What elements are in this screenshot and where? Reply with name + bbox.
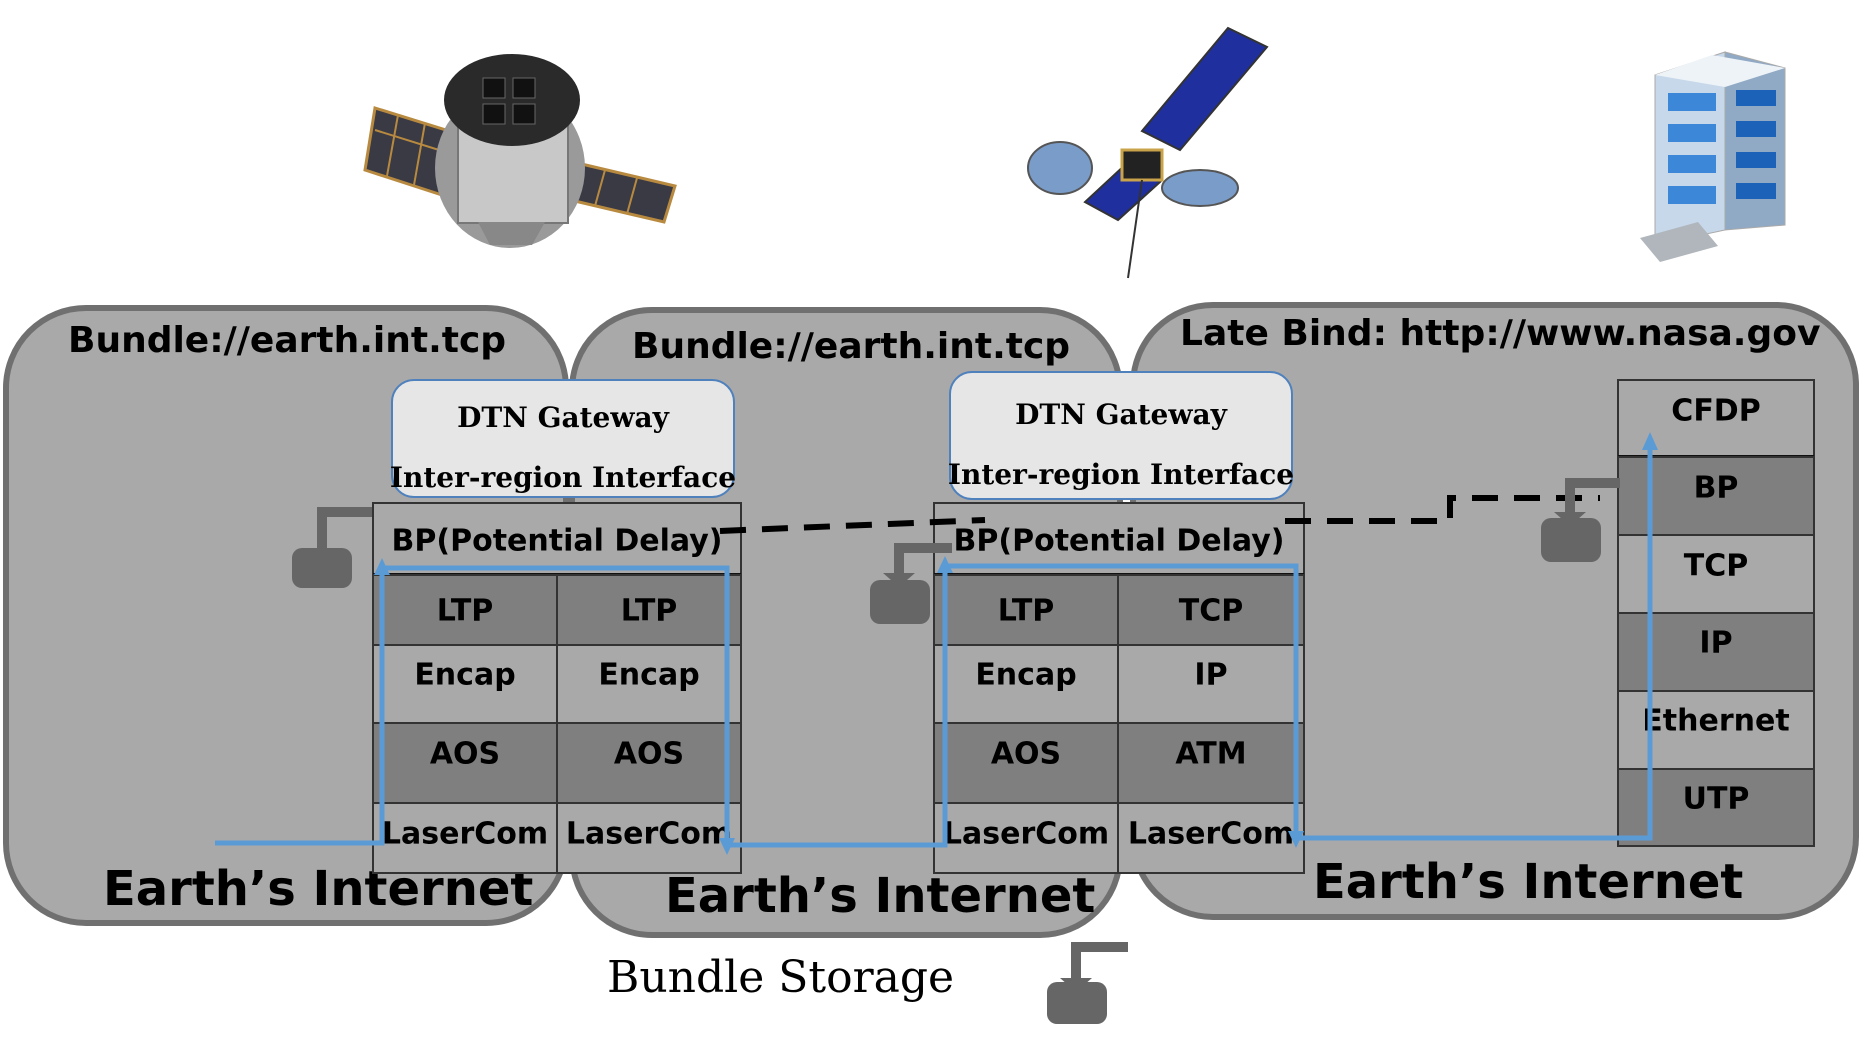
gateway-1-right-layer: LaserCom <box>566 817 732 852</box>
gateway-2-left-layer: LTP <box>998 594 1055 629</box>
office-building-icon <box>1640 51 1786 262</box>
gateway-2-right-layer: TCP <box>1179 594 1243 629</box>
gateway-2-left-layer: Encap <box>975 658 1076 693</box>
dtn-gateway-2: DTN Gateway Inter-region Interface BP(Po… <box>933 371 1305 874</box>
path-arrow-icon <box>1642 432 1658 450</box>
gateway-1-right-layer: LTP <box>621 594 678 629</box>
gateway-2-right-cell <box>1117 644 1305 724</box>
relay-satellite-icon <box>1027 26 1269 279</box>
gateway-1-right-cell <box>556 644 742 724</box>
gateway-2-right-layer: LaserCom <box>1128 817 1294 852</box>
gateway-1-left-layer: LTP <box>437 594 494 629</box>
endpoint-layer-label: CFDP <box>1671 394 1760 429</box>
gateway-1-box <box>391 379 735 498</box>
storage-icon <box>870 543 952 624</box>
gateway-1-right-layer: AOS <box>614 737 684 772</box>
gateway-2-right-cell <box>1117 722 1305 804</box>
gateway-1-name: DTN Gateway <box>457 401 670 434</box>
gateway-2-left-layer: AOS <box>991 737 1061 772</box>
gateway-1-left-cell <box>372 802 558 874</box>
gateway-2-right-cell <box>1117 802 1305 874</box>
gateway-1-left-layer: AOS <box>430 737 500 772</box>
region-1-title: Bundle://earth.int.tcp <box>68 320 506 361</box>
gateway-2-left-cell <box>933 722 1119 804</box>
gateway-1-bp-cell <box>372 502 742 576</box>
endpoint-layer-label: IP <box>1699 626 1732 661</box>
gateway-1-left-cell <box>372 574 558 646</box>
gateway-2-left-layer: LaserCom <box>943 817 1109 852</box>
gateway-1-left-cell <box>372 722 558 804</box>
bundle-storage-label: Bundle Storage <box>607 952 954 1003</box>
endpoint-layer-label: UTP <box>1683 782 1750 817</box>
gateway-2-right-cell <box>1117 574 1305 646</box>
gateway-2-bp-cell <box>933 502 1305 576</box>
path-arrow-icon <box>1288 831 1304 848</box>
gateway-1-bp-label: BP(Potential Delay) <box>392 524 723 559</box>
region-3-title: Late Bind: http://www.nasa.gov <box>1180 313 1820 354</box>
gateway-1-right-cell <box>556 802 742 874</box>
spacecraft-icon <box>363 54 677 248</box>
gateway-1-right-layer: Encap <box>598 658 699 693</box>
region-2-network-label: Earth’s Internet <box>665 868 1095 924</box>
gateway-2-interface: Inter-region Interface <box>948 458 1294 491</box>
gateway-1-left-layer: Encap <box>414 658 515 693</box>
gateway-1-right-cell <box>556 722 742 804</box>
endpoint-layer-label: Ethernet <box>1642 704 1789 739</box>
region-2-title: Bundle://earth.int.tcp <box>632 326 1070 367</box>
gateway-2-bp-label: BP(Potential Delay) <box>954 524 1285 559</box>
bp-dashed-link <box>719 495 1600 534</box>
dtn-gateway-1: DTN Gateway Inter-region Interface BP(Po… <box>372 379 742 874</box>
endpoint-layer-label: TCP <box>1684 549 1748 584</box>
gateway-2-box <box>949 371 1293 500</box>
gateway-1-interface: Inter-region Interface <box>390 461 736 494</box>
endpoint-layer-label: BP <box>1694 471 1739 506</box>
path-arrow-icon <box>374 558 390 575</box>
storage-icon <box>292 507 372 588</box>
gateway-2-name: DTN Gateway <box>1015 398 1228 431</box>
gateway-2-right-layer: ATM <box>1175 737 1246 772</box>
bundle-data-path <box>215 440 1653 848</box>
storage-icon <box>1541 478 1620 562</box>
path-arrow-icon <box>937 556 953 573</box>
region-3-network-label: Earth’s Internet <box>1313 854 1743 910</box>
gateway-2-right-layer: IP <box>1194 658 1227 693</box>
storage-icon <box>1047 942 1128 1024</box>
path-arrow-icon <box>719 838 735 855</box>
gateway-1-right-cell <box>556 574 742 646</box>
gateway-1-left-layer: LaserCom <box>382 817 548 852</box>
